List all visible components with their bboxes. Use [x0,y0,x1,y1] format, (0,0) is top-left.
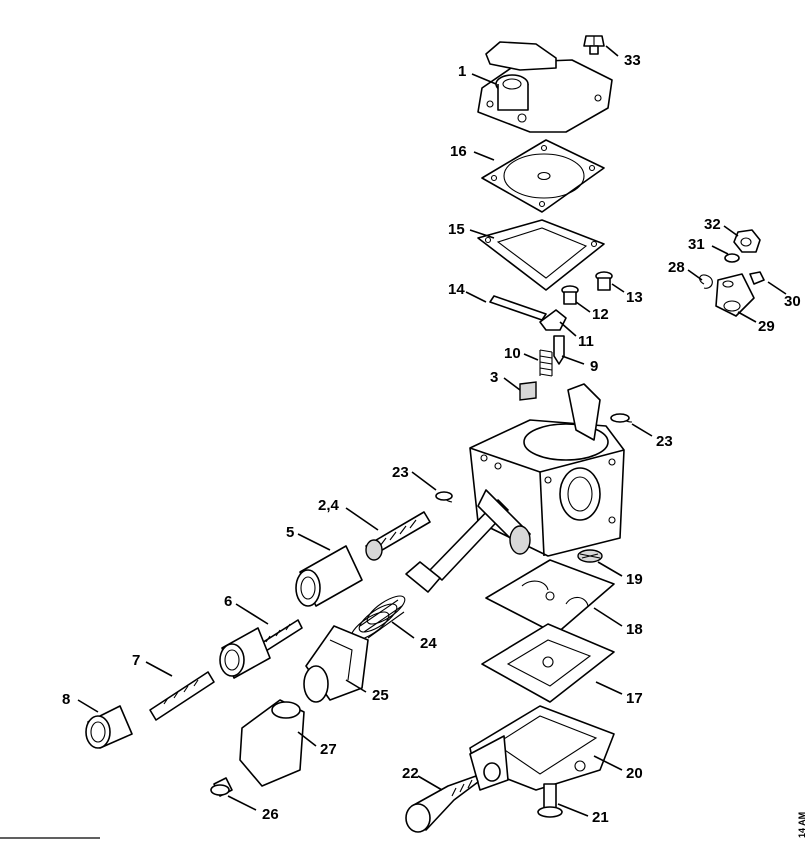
label-29: 29 [758,318,775,335]
part-6-adjusting-screw [219,619,303,679]
part-30-screw [749,271,765,285]
label-13: 13 [626,289,643,306]
label-27: 27 [320,741,337,758]
leader-lines [77,45,787,817]
label-9: 9 [590,358,598,375]
label-26: 26 [262,806,279,823]
corner-code: 14 AM [797,812,807,838]
part-29-lever [715,273,755,317]
label-15: 15 [448,221,465,238]
part-labels: 1 33 16 15 32 31 28 30 29 14 13 12 11 10… [62,52,807,838]
part-10-spring [539,349,553,377]
label-12: 12 [592,306,609,323]
part-1-cover [477,41,613,133]
label-2-4: 2,4 [318,497,340,514]
part-22-adjusting-screw [405,775,479,833]
part-3-plug [519,381,537,401]
label-8: 8 [62,691,70,708]
part-8-cap [85,705,133,749]
label-30: 30 [784,293,801,310]
part-13-screw [595,271,613,291]
carburetor-body [469,383,625,557]
part-33-screw [583,35,605,55]
part-16-diaphragm [481,139,605,213]
part-19-filter-screen [577,549,603,563]
label-20: 20 [626,765,643,782]
label-24: 24 [420,635,437,652]
part-23-clip-left [435,491,453,503]
label-10: 10 [504,345,521,362]
part-9-inlet-needle [553,335,565,365]
part-24-spring [350,595,406,641]
label-19: 19 [626,571,643,588]
label-14: 14 [448,281,465,298]
part-15-gasket [477,219,605,291]
part-17-gasket [481,623,615,703]
label-28: 28 [668,259,685,276]
part-2-4-adjusting-screw [365,511,431,561]
part-32-nut [733,229,761,253]
label-7: 7 [132,652,140,669]
label-31: 31 [688,236,705,253]
label-6: 6 [224,593,232,610]
label-17: 17 [626,690,643,707]
part-27-choke-lever [239,699,305,787]
label-32: 32 [704,216,721,233]
label-25: 25 [372,687,389,704]
label-23-left: 23 [392,464,409,481]
part-20-pump-cover [469,705,615,791]
part-28-spring-clip [699,274,713,289]
part-23-clip-right [610,413,633,423]
label-22: 22 [402,765,419,782]
label-11: 11 [578,333,594,350]
label-5: 5 [286,524,294,541]
part-18-pump-diaphragm [485,559,615,635]
label-16: 16 [450,143,467,160]
label-33: 33 [624,52,641,69]
part-7-idle-screw [149,671,215,721]
part-26-screw [210,777,233,797]
part-12-screw [561,285,579,305]
part-14-pin [489,295,547,321]
label-23-right: 23 [656,433,673,450]
throttle-shaft [405,489,531,593]
part-5-limiter-cap [295,545,363,607]
label-21: 21 [592,809,609,826]
part-25-housing [303,625,369,703]
part-21-screw [537,783,563,818]
part-31-washer [724,253,740,263]
label-3: 3 [490,369,498,386]
label-1: 1 [458,63,466,80]
label-18: 18 [626,621,643,638]
